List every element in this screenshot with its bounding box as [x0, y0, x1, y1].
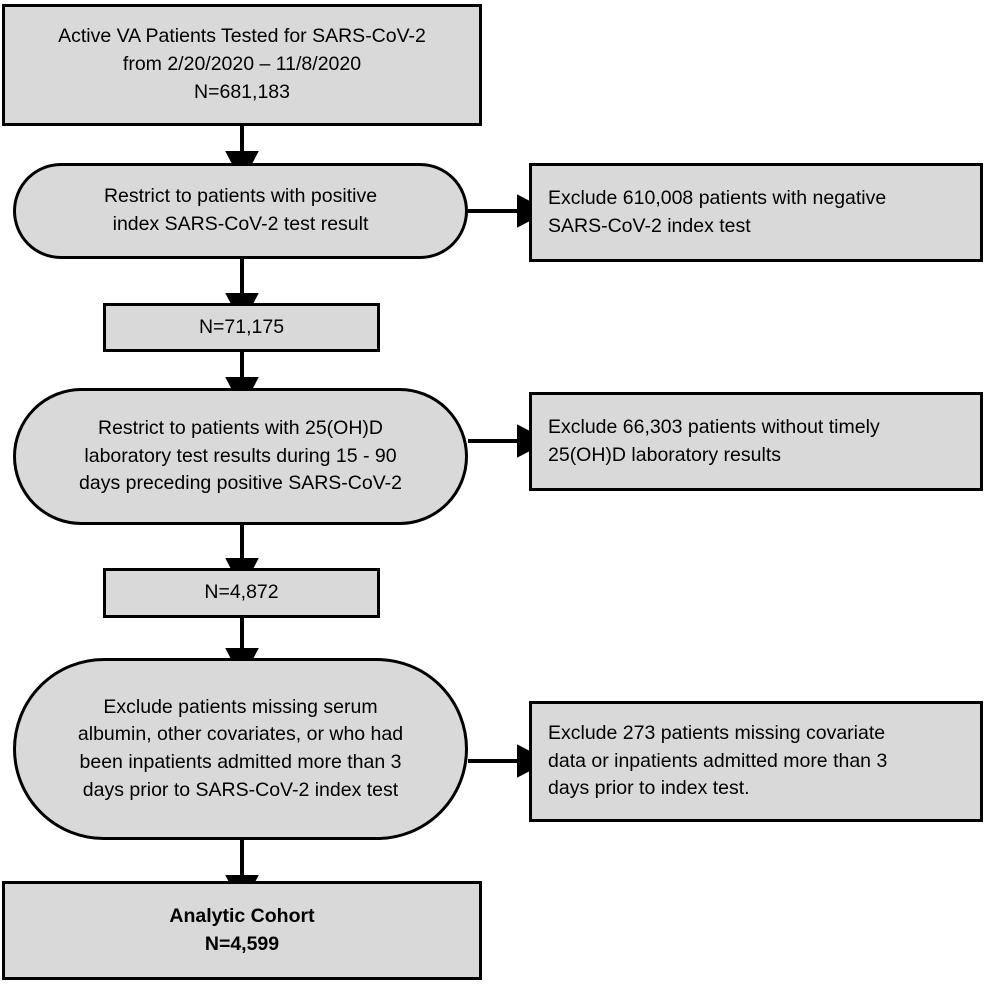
node-step3-exclude-missing-covariates-text: Exclude patients missing serum albumin, …: [77, 695, 404, 801]
node-analytic-cohort-text: Analytic Cohort N=4,599: [169, 904, 315, 955]
node-count-after-step2: N=4,872: [103, 568, 380, 618]
node-step3-exclude-missing-covariates: Exclude patients missing serum albumin, …: [13, 658, 468, 840]
node-step1-restrict-positive-test: Restrict to patients with positive index…: [13, 163, 468, 259]
node-source-population-text: Active VA Patients Tested for SARS-CoV-2…: [58, 25, 426, 103]
node-step2-restrict-vitamin-d-lab: Restrict to patients with 25(OH)D labora…: [13, 388, 468, 525]
node-count-after-step1: N=71,175: [103, 303, 380, 352]
node-step1-restrict-positive-test-text: Restrict to patients with positive index…: [103, 185, 378, 235]
node-count-after-step2-text: N=4,872: [204, 581, 279, 604]
node-exclude-missing-covariate-data-text: Exclude 273 patients missing covariate d…: [548, 721, 888, 800]
node-exclude-negative-index-test-text: Exclude 610,008 patients with negative S…: [548, 186, 887, 237]
node-analytic-cohort: Analytic Cohort N=4,599: [2, 881, 482, 980]
node-exclude-no-timely-vitamin-d-text: Exclude 66,303 patients without timely 2…: [548, 415, 880, 466]
node-source-population: Active VA Patients Tested for SARS-CoV-2…: [2, 4, 482, 126]
node-exclude-no-timely-vitamin-d: Exclude 66,303 patients without timely 2…: [529, 392, 983, 491]
node-step2-restrict-vitamin-d-lab-text: Restrict to patients with 25(OH)D labora…: [79, 416, 402, 495]
node-exclude-negative-index-test: Exclude 610,008 patients with negative S…: [529, 163, 983, 262]
node-count-after-step1-text: N=71,175: [198, 315, 285, 338]
node-exclude-missing-covariate-data: Exclude 273 patients missing covariate d…: [529, 701, 983, 822]
